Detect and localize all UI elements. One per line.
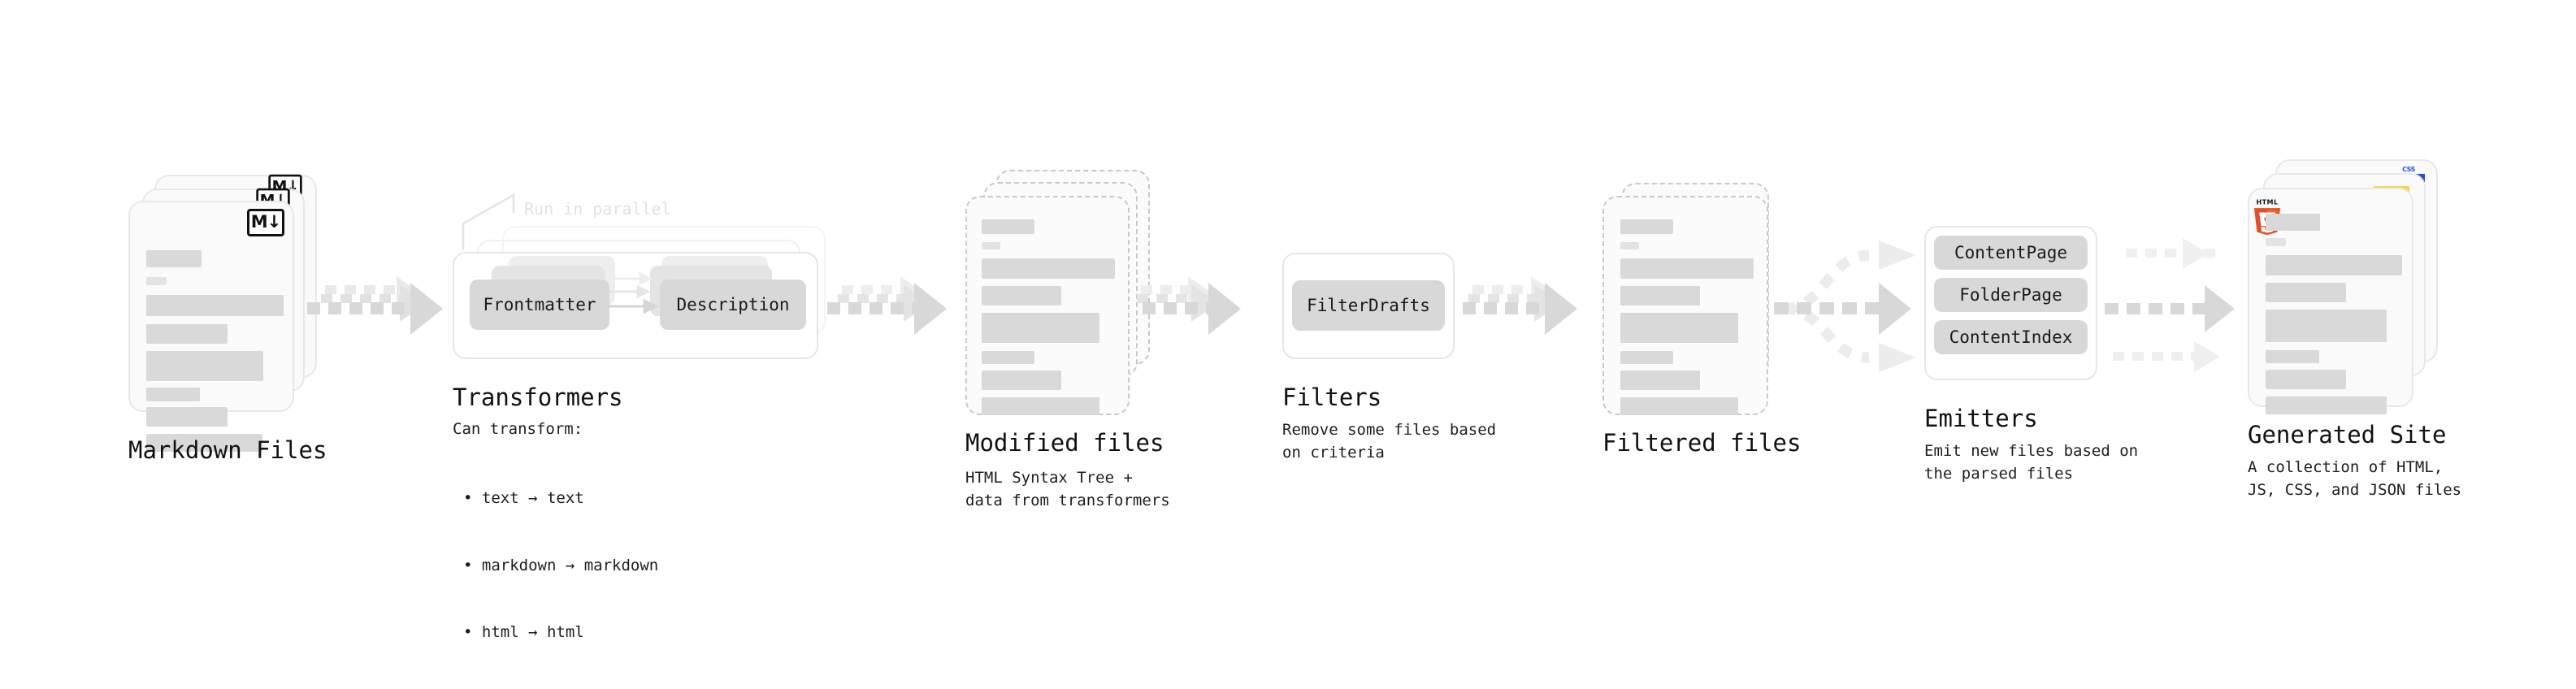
markdown-badge-front: M↓ <box>247 209 284 236</box>
stage-title-filtered-files: Filtered files <box>1602 429 1802 457</box>
stage-title-transformers: Transformers <box>453 384 623 411</box>
stage-title-markdown-files: Markdown Files <box>128 436 327 464</box>
filter-chip-filterdrafts[interactable]: FilterDrafts <box>1292 280 1445 331</box>
transformers-bullet-2: • html → html <box>463 623 584 642</box>
generated-doc-layer-front: HTML <box>2248 188 2413 414</box>
transformers-parallel-annotation: Run in parallel <box>524 199 671 219</box>
transformer-chip-description[interactable]: Description <box>660 280 806 330</box>
transformers-bullet-list: • text → text • markdown → markdown • ht… <box>463 443 658 689</box>
emitter-chip-contentpage[interactable]: ContentPage <box>1934 236 2088 270</box>
stage-title-generated-site: Generated Site <box>2248 421 2447 448</box>
transformer-chip-frontmatter[interactable]: Frontmatter <box>470 280 609 330</box>
svg-text:HTML: HTML <box>2256 199 2278 206</box>
modified-files-description: HTML Syntax Tree + data from transformer… <box>965 469 1170 509</box>
emitters-description: Emit new files based on the parsed files <box>1924 442 2139 483</box>
transformers-description: Can transform: <box>453 420 583 438</box>
stage-title-filters: Filters <box>1282 384 1382 411</box>
transformers-bullet-0: • text → text <box>463 489 584 508</box>
stage-title-modified-files: Modified files <box>965 429 1164 457</box>
generated-site-description: A collection of HTML, JS, CSS, and JSON … <box>2248 458 2462 499</box>
emitter-chip-contentindex[interactable]: ContentIndex <box>1934 320 2088 354</box>
markdown-doc-layer-front: M↓ <box>128 201 294 452</box>
filtered-doc-layer-front <box>1602 196 1768 415</box>
transformers-bullet-1: • markdown → markdown <box>463 556 659 574</box>
emitter-chip-folderpage[interactable]: FolderPage <box>1934 278 2088 312</box>
filters-description: Remove some files based on criteria <box>1282 421 1497 462</box>
modified-doc-layer-front <box>965 196 1130 415</box>
stage-title-emitters: Emitters <box>1924 405 2038 432</box>
